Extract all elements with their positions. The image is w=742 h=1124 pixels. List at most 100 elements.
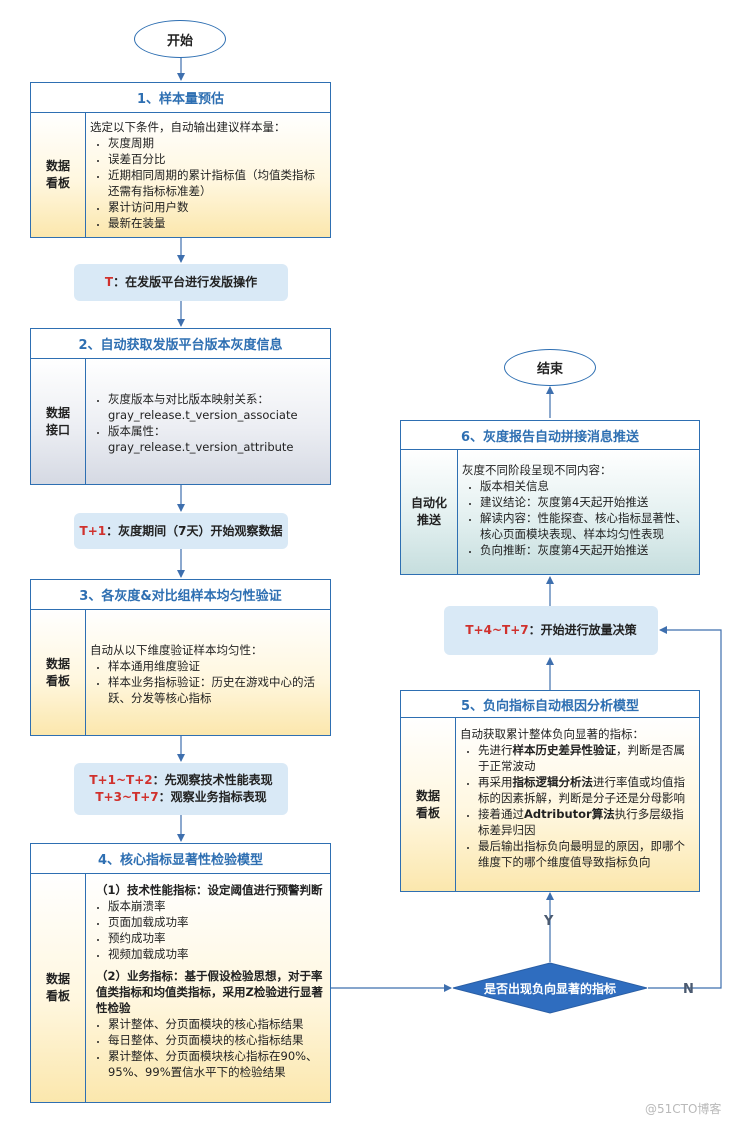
box2-panel: 数据 接口 灰度版本与对比版本映射关系：gray_release.t_versi… bbox=[30, 359, 331, 485]
box5-item: 最后输出指标负向最明显的原因，即哪个维度下的哪个维度值导致指标负向 bbox=[478, 838, 693, 870]
start-label: 开始 bbox=[166, 33, 193, 49]
box6-item: 建议结论：灰度第4天起开始推送 bbox=[480, 494, 693, 510]
box1-list: 灰度周期 误差百分比 近期相同周期的累计指标值（均值类指标还需有指标标准差） 累… bbox=[90, 135, 324, 231]
decision-label: 是否出现负向显著的指标 bbox=[483, 981, 616, 996]
box1-item: 近期相同周期的累计指标值（均值类指标还需有指标标准差） bbox=[108, 167, 324, 199]
box4-sec2-heading: （2）业务指标：基于假设检验思想，对于率值类指标和均值类指标，采用Z检验进行显著… bbox=[96, 969, 323, 1015]
box4-sec1-item: 预约成功率 bbox=[108, 930, 324, 946]
box4-sec2-item: 每日整体、分页面模块的核心指标结果 bbox=[108, 1032, 324, 1048]
box5-title-text: 5、负向指标自动根因分析模型 bbox=[460, 698, 640, 714]
step-t: T：在发版平台进行发版操作 bbox=[74, 264, 288, 301]
step-t47-line: T+4~T+7：开始进行放量决策 bbox=[465, 622, 636, 639]
box4-sec1-item: 页面加载成功率 bbox=[108, 914, 324, 930]
decision-yes-label: Y bbox=[544, 914, 554, 929]
step-t12-text1: ：先观察技术性能表现 bbox=[152, 773, 273, 787]
box4-title: 4、核心指标显著性检验模型 bbox=[30, 843, 331, 874]
step-t-text: ：在发版平台进行发版操作 bbox=[113, 275, 258, 289]
box1-content: 选定以下条件，自动输出建议样本量： 灰度周期 误差百分比 近期相同周期的累计指标… bbox=[86, 113, 330, 237]
box6-panel: 自动化 推送 灰度不同阶段呈现不同内容： 版本相关信息 建议结论：灰度第4天起开… bbox=[400, 450, 700, 575]
box2-title-text: 2、自动获取发版平台版本灰度信息 bbox=[78, 338, 283, 353]
box4-sec2-item: 累计整体、分页面模块核心指标在90%、95%、99%置信水平下的检验结果 bbox=[108, 1048, 324, 1080]
box6-title: 6、灰度报告自动拼接消息推送 bbox=[400, 420, 700, 450]
watermark: @51CTO博客 bbox=[645, 1102, 722, 1116]
box4-sec1-item: 视频加载成功率 bbox=[108, 946, 324, 962]
step-t12-line2: T+3~T+7：观察业务指标表现 bbox=[95, 789, 266, 806]
box4-label: 数据 看板 bbox=[31, 874, 86, 1102]
box5-item: 再采用指标逻辑分析法进行率值或均值指标的因素拆解，判断是分子还是分母影响 bbox=[478, 774, 693, 806]
step-t12-line1: T+1~T+2：先观察技术性能表现 bbox=[89, 772, 272, 789]
box4-sec1-list: 版本崩溃率 页面加载成功率 预约成功率 视频加载成功率 bbox=[90, 898, 324, 962]
box5-intro: 自动获取累计整体负向显著的指标： bbox=[460, 727, 644, 741]
box6-intro: 灰度不同阶段呈现不同内容： bbox=[462, 463, 612, 477]
box1-intro: 选定以下条件，自动输出建议样本量： bbox=[90, 120, 286, 134]
decision-diamond bbox=[452, 962, 648, 1014]
box1-label: 数据 看板 bbox=[31, 113, 86, 237]
box3-item: 样本通用维度验证 bbox=[108, 658, 324, 674]
box1-item: 误差百分比 bbox=[108, 151, 324, 167]
box2-item: 版本属性：gray_release.t_version_attribute bbox=[108, 423, 324, 455]
step-t1-text: ：灰度期间（7天）开始观察数据 bbox=[106, 523, 283, 538]
step-t47: T+4~T+7：开始进行放量决策 bbox=[444, 606, 658, 655]
box6-title-text: 6、灰度报告自动拼接消息推送 bbox=[460, 429, 640, 445]
box3-item: 样本业务指标验证：历史在游戏中心的活跃、分发等核心指标 bbox=[108, 674, 324, 706]
step-t47-text: ：开始进行放量决策 bbox=[528, 623, 637, 637]
box4-sec1-heading: （1）技术性能指标：设定阈值进行预警判断 bbox=[96, 883, 323, 897]
box6-content: 灰度不同阶段呈现不同内容： 版本相关信息 建议结论：灰度第4天起开始推送 解读内… bbox=[458, 450, 699, 574]
box4-content: （1）技术性能指标：设定阈值进行预警判断 版本崩溃率 页面加载成功率 预约成功率… bbox=[86, 874, 330, 1102]
step-t1: T+1：灰度期间（7天）开始观察数据 bbox=[74, 513, 288, 549]
step-t12: T+1~T+2：先观察技术性能表现 T+3~T+7：观察业务指标表现 bbox=[74, 763, 288, 815]
arrow-decision-no-to-step-t47 bbox=[648, 626, 722, 989]
box3-title-text: 3、各灰度&对比组样本均匀性验证 bbox=[79, 589, 282, 604]
box4-panel: 数据 看板 （1）技术性能指标：设定阈值进行预警判断 版本崩溃率 页面加载成功率… bbox=[30, 874, 331, 1103]
step-t1-prefix: T+1 bbox=[79, 523, 107, 538]
box6-label: 自动化 推送 bbox=[401, 450, 458, 574]
box3-list: 样本通用维度验证 样本业务指标验证：历史在游戏中心的活跃、分发等核心指标 bbox=[90, 658, 324, 706]
box1-item: 灰度周期 bbox=[108, 135, 324, 151]
box5-item1-bold: 样本历史差异性验证 bbox=[512, 743, 617, 757]
box5-label: 数据 看板 bbox=[401, 718, 456, 891]
box5-content: 自动获取累计整体负向显著的指标： 先进行样本历史差异性验证，判断是否属于正常波动… bbox=[456, 718, 699, 891]
box5-item: 先进行样本历史差异性验证，判断是否属于正常波动 bbox=[478, 742, 693, 774]
box5-list: 先进行样本历史差异性验证，判断是否属于正常波动 再采用指标逻辑分析法进行率值或均… bbox=[460, 742, 693, 870]
decision-no-label: N bbox=[683, 982, 694, 997]
box4-sec2-item: 累计整体、分页面模块的核心指标结果 bbox=[108, 1016, 324, 1032]
box1-item: 最新在装量 bbox=[108, 215, 324, 231]
box2-label: 数据 接口 bbox=[31, 359, 86, 484]
box5-item2-pre: 再采用 bbox=[478, 775, 513, 789]
box2-title: 2、自动获取发版平台版本灰度信息 bbox=[30, 328, 331, 359]
box1-title: 1、样本量预估 bbox=[30, 82, 331, 113]
box4-title-text: 4、核心指标显著性检验模型 bbox=[97, 853, 264, 868]
end-node: 结束 bbox=[504, 349, 596, 386]
step-t1-line: T+1：灰度期间（7天）开始观察数据 bbox=[80, 523, 283, 540]
end-label: 结束 bbox=[536, 362, 563, 377]
box5-item1-pre: 先进行 bbox=[478, 743, 513, 757]
box5-item3-pre: 接着通过 bbox=[478, 807, 524, 821]
box5-item: 接着通过Adtributor算法执行多层级指标差异归因 bbox=[478, 806, 693, 838]
step-t12-prefix2: T+3~T+7 bbox=[95, 790, 159, 804]
box6-item: 负向推断：灰度第4天起开始推送 bbox=[480, 542, 693, 558]
box2-content: 灰度版本与对比版本映射关系：gray_release.t_version_ass… bbox=[86, 359, 330, 484]
box6-item: 解读内容：性能探查、核心指标显著性、核心页面模块表现、样本均匀性表现 bbox=[480, 510, 693, 542]
box3-title: 3、各灰度&对比组样本均匀性验证 bbox=[30, 579, 331, 610]
box1-item: 累计访问用户数 bbox=[108, 199, 324, 215]
box5-item2-bold: 指标逻辑分析法 bbox=[512, 775, 594, 789]
box3-intro: 自动从以下维度验证样本均匀性： bbox=[90, 642, 263, 657]
box5-item1-post: ，判断是否属于正常波动 bbox=[478, 743, 685, 773]
box5-item3-post: 执行多层级指标差异归因 bbox=[478, 807, 684, 837]
box2-list: 灰度版本与对比版本映射关系：gray_release.t_version_ass… bbox=[90, 391, 324, 455]
box6-list: 版本相关信息 建议结论：灰度第4天起开始推送 解读内容：性能探查、核心指标显著性… bbox=[462, 478, 693, 558]
step-t12-text2: ：观察业务指标表现 bbox=[158, 790, 267, 804]
box4-sec1-item: 版本崩溃率 bbox=[108, 898, 324, 914]
box5-item2-post: 进行率值或均值指标的因素拆解，判断是分子还是分母影响 bbox=[478, 775, 685, 805]
box5-panel: 数据 看板 自动获取累计整体负向显著的指标： 先进行样本历史差异性验证，判断是否… bbox=[400, 718, 700, 892]
box4-sec2-list: 累计整体、分页面模块的核心指标结果 每日整体、分页面模块的核心指标结果 累计整体… bbox=[90, 1016, 324, 1080]
box6-item: 版本相关信息 bbox=[480, 478, 693, 494]
box5-title: 5、负向指标自动根因分析模型 bbox=[400, 690, 700, 718]
box3-panel: 数据 看板 自动从以下维度验证样本均匀性： 样本通用维度验证 样本业务指标验证：… bbox=[30, 610, 331, 736]
box5-item3-bold: Adtributor算法 bbox=[524, 807, 615, 821]
box1-panel: 数据 看板 选定以下条件，自动输出建议样本量： 灰度周期 误差百分比 近期相同周… bbox=[30, 113, 331, 238]
box2-item: 灰度版本与对比版本映射关系：gray_release.t_version_ass… bbox=[108, 391, 324, 423]
step-t12-prefix1: T+1~T+2 bbox=[89, 773, 153, 787]
